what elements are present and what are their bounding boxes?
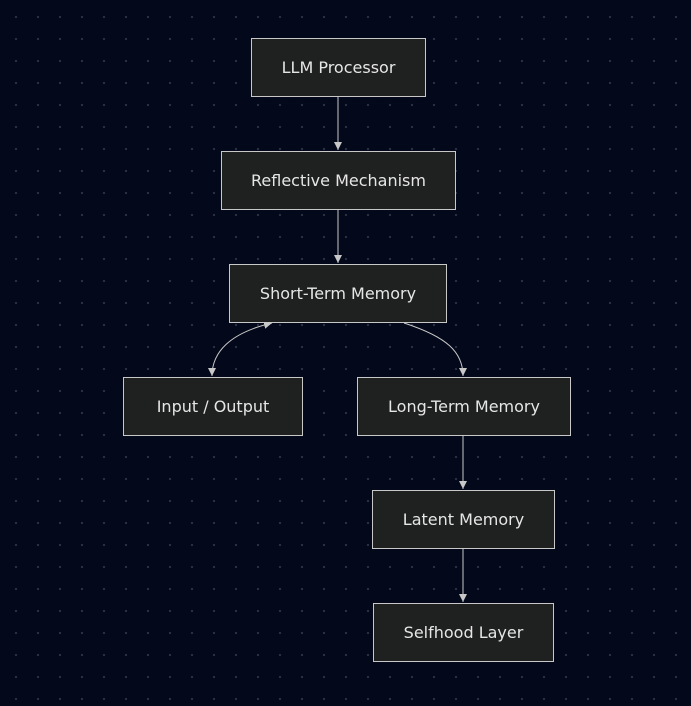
node-input-output-label: Input / Output <box>156 397 270 416</box>
node-reflective-mechanism-label: Reflective Mechanism <box>251 171 426 190</box>
node-latent-memory-label: Latent Memory <box>402 510 525 529</box>
node-long-term-memory-label: Long-Term Memory <box>388 397 540 416</box>
node-llm-processor: LLM Processor <box>251 38 426 97</box>
node-short-term-memory: Short-Term Memory <box>229 264 447 323</box>
edge-short-term-memory-to-long-term-memory <box>403 322 467 377</box>
node-reflective-mechanism: Reflective Mechanism <box>221 151 456 210</box>
edge-short-term-memory-to-input-output <box>208 320 273 377</box>
node-llm-processor-label: LLM Processor <box>281 58 396 77</box>
node-long-term-memory: Long-Term Memory <box>357 377 571 436</box>
node-input-output: Input / Output <box>123 377 303 436</box>
node-short-term-memory-label: Short-Term Memory <box>259 284 417 303</box>
node-selfhood-layer-label: Selfhood Layer <box>403 623 524 642</box>
node-latent-memory: Latent Memory <box>372 490 555 549</box>
node-selfhood-layer: Selfhood Layer <box>373 603 554 662</box>
